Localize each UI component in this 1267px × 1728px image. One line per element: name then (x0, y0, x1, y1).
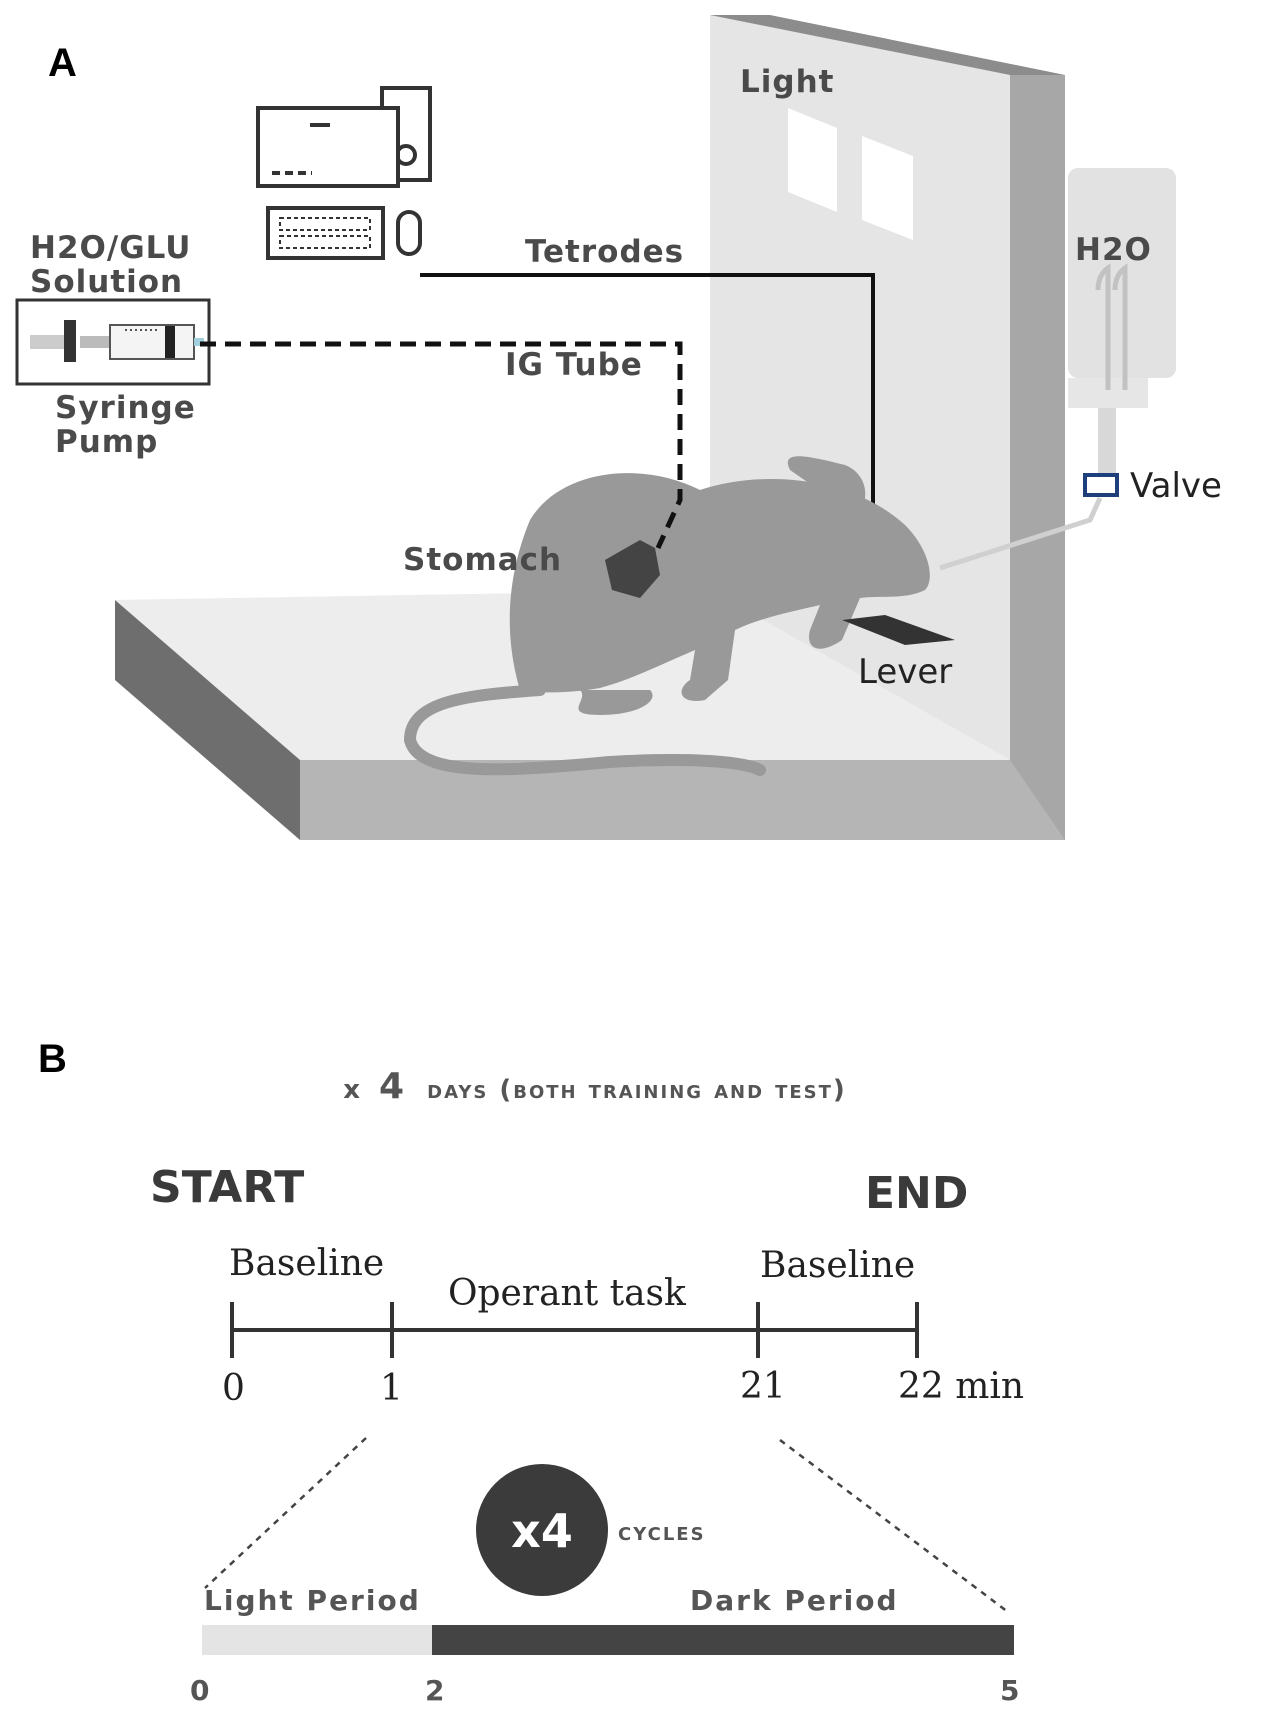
ig-tube-label: IG Tube (505, 347, 643, 383)
dark-period-label: Dark Period (690, 1584, 899, 1617)
valve-icon (1083, 473, 1119, 497)
panel-a: A (15, 15, 1222, 840)
end-label: END (865, 1168, 968, 1219)
mouse (403, 456, 930, 776)
solution-label-line2: Solution (30, 264, 183, 300)
wall-top-edge (710, 15, 1065, 75)
tetrodes-label: Tetrodes (525, 234, 684, 270)
floor-front (300, 760, 1065, 840)
valve-label: Valve (1130, 466, 1222, 506)
light-window-1 (788, 108, 837, 212)
stomach-label: Stomach (403, 542, 562, 578)
cycles-badge (476, 1464, 608, 1596)
panel-a-letter: A (48, 41, 77, 85)
cycles-label: cycles (618, 1517, 706, 1547)
segment-baseline-start: Baseline (229, 1243, 384, 1284)
light-window-2 (862, 136, 913, 240)
stomach-icon (605, 540, 660, 598)
segment-operant-task: Operant task (448, 1273, 687, 1314)
water-spout-tube (939, 496, 1103, 571)
ig-tube (200, 341, 683, 550)
light-label: Light (740, 64, 834, 100)
computer-icon (256, 86, 432, 260)
solution-label-line1: H2O/GLU (30, 230, 191, 266)
zoom-line-left (204, 1437, 367, 1589)
repetition-header: x 4 days (both training and test) (343, 1066, 847, 1107)
tetrode-wire (420, 273, 875, 525)
wall-side (1010, 75, 1065, 840)
lever-label: Lever (858, 652, 952, 692)
start-label: START (150, 1162, 304, 1213)
lever (842, 615, 955, 645)
floor-side (115, 600, 300, 840)
syringe-label-line1: Syringe (55, 390, 196, 426)
mouse-tail (403, 684, 766, 776)
period-tick-2: 2 (425, 1674, 446, 1707)
cycles-badge-text: x4 (511, 1504, 573, 1558)
dark-period-bar (432, 1625, 1014, 1655)
computer-monitor (256, 106, 400, 188)
syringe-label-line2: Pump (55, 424, 158, 460)
h2o-label: H2O (1075, 232, 1152, 268)
panel-b-letter: B (38, 1037, 67, 1081)
keyboard (266, 206, 385, 260)
water-reservoir (939, 168, 1176, 571)
tick-label-0: 0 (222, 1368, 245, 1409)
syringe-pump (15, 298, 211, 386)
period-tick-0: 0 (190, 1674, 211, 1707)
mouse-body (509, 473, 930, 701)
segment-baseline-end: Baseline (760, 1245, 915, 1286)
valve-pipe (1098, 408, 1116, 478)
tick-label-22: 22 min (898, 1366, 1024, 1407)
session-timeline (230, 1302, 919, 1358)
light-period-label: Light Period (204, 1584, 421, 1617)
mouse-icon (396, 210, 422, 256)
light-period-bar (202, 1625, 432, 1655)
mouse-ear (787, 456, 866, 515)
tick-label-21: 21 (740, 1366, 786, 1407)
period-tick-5: 5 (1000, 1674, 1021, 1707)
panel-b: B x 4 days (both training and test) STAR… (38, 1037, 1024, 1707)
tick-label-1: 1 (380, 1368, 403, 1409)
